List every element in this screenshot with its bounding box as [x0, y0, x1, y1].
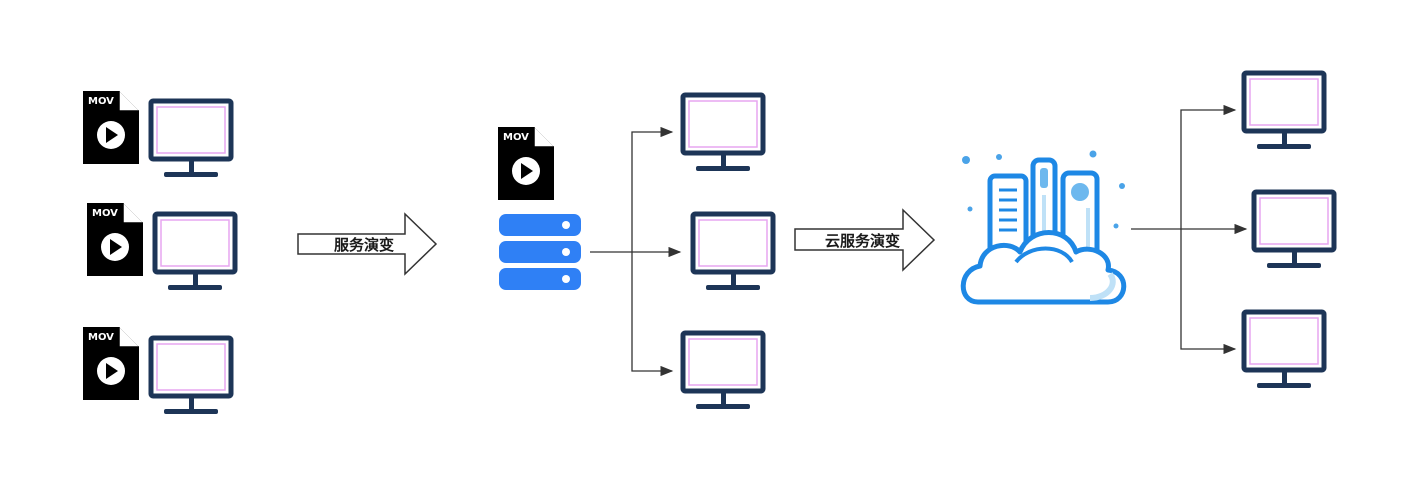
- mov-label: MOV: [88, 96, 114, 107]
- evolution-arrow-2: 云服务演变: [794, 208, 936, 272]
- monitor-icon: [683, 95, 763, 171]
- arrow-label-cloud-service-evolution: 云服务演变: [825, 232, 900, 250]
- monitor-icon: [683, 333, 763, 409]
- server-connectors: [590, 126, 682, 377]
- mov-file-icon: MOV: [82, 326, 140, 401]
- client-group-server: [683, 95, 773, 409]
- server-icon: [499, 214, 581, 290]
- monitor-icon: [151, 338, 231, 414]
- mov-file-icon: MOV: [82, 90, 140, 165]
- monitor-icon: [1244, 312, 1324, 388]
- mov-file-icon: MOV: [86, 202, 144, 277]
- arrow-label-service-evolution: 服务演变: [334, 236, 394, 254]
- mov-label: MOV: [503, 132, 529, 143]
- monitor-icon: [151, 101, 231, 177]
- client-group-local: MOV MOV MOV: [82, 90, 235, 414]
- mov-file-icon: MOV: [497, 126, 555, 201]
- monitor-icon: [155, 214, 235, 290]
- monitor-icon: [693, 214, 773, 290]
- server-group: MOV: [497, 126, 581, 290]
- mov-label: MOV: [92, 208, 118, 219]
- client-group-cloud: [1244, 73, 1334, 388]
- cloud-city-icon: [960, 150, 1127, 305]
- evolution-arrow-1: 服务演变: [297, 212, 438, 276]
- mov-label: MOV: [88, 332, 114, 343]
- cloud-connectors: [1131, 104, 1248, 355]
- monitor-icon: [1244, 73, 1324, 149]
- monitor-icon: [1254, 192, 1334, 268]
